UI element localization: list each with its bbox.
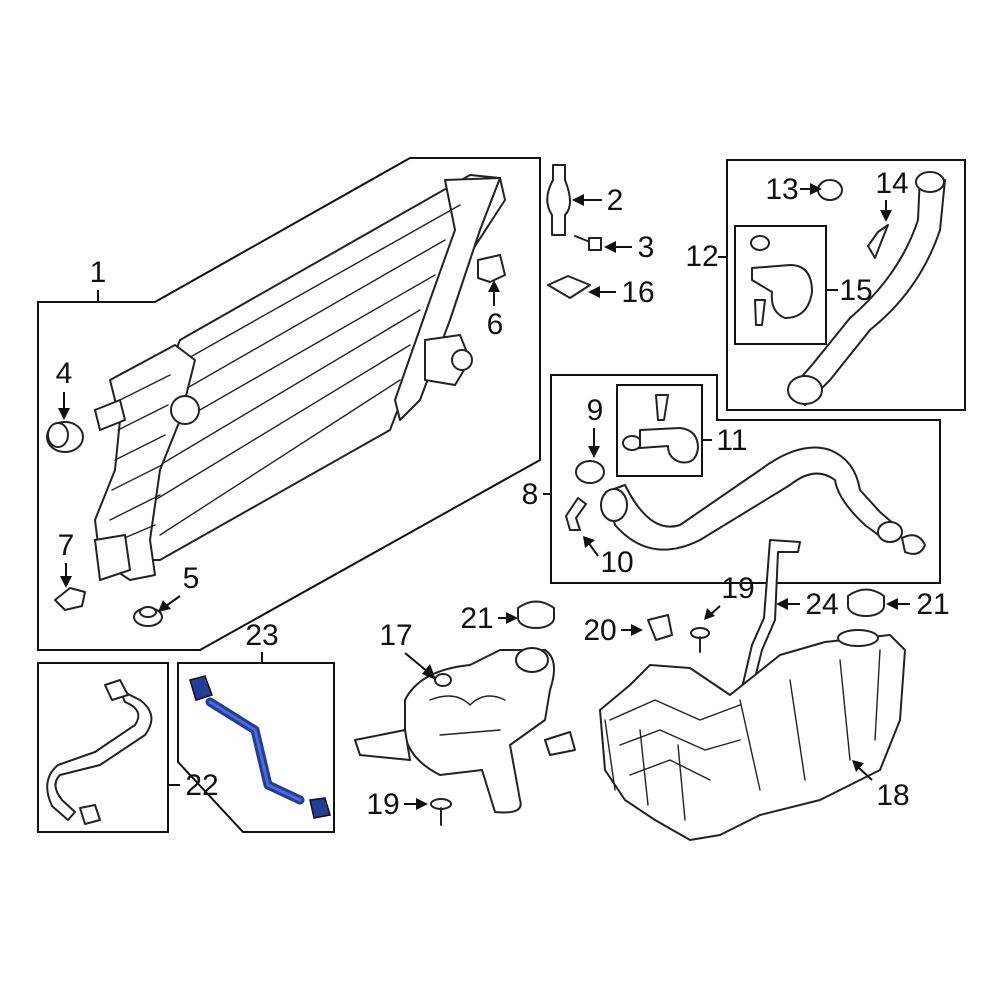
callout-24: 24	[805, 588, 838, 621]
callout-4: 4	[56, 357, 73, 390]
hose-end	[600, 488, 628, 522]
cap-part-21a	[517, 600, 555, 629]
bolt-part-19b	[690, 627, 710, 653]
radiator-group-box	[37, 157, 541, 651]
radiator	[94, 174, 506, 581]
callout-18: 18	[876, 779, 909, 812]
drain-plug-part-7	[54, 587, 86, 611]
radiator-cap-part-4	[46, 421, 84, 453]
hose-group-box-upper	[726, 159, 966, 411]
hose-part-23	[189, 675, 331, 819]
callout-7: 7	[58, 529, 75, 562]
callout-11: 11	[716, 424, 747, 457]
hose-part-24	[741, 539, 801, 691]
callout-15: 15	[839, 274, 872, 307]
callout-19a: 19	[366, 788, 399, 821]
callout-14: 14	[875, 167, 908, 200]
callout-10: 10	[600, 546, 633, 579]
clip-part-10	[565, 497, 587, 531]
callout-19b: 19	[721, 572, 754, 605]
hose-part-8	[605, 446, 896, 551]
callout-23: 23	[245, 619, 278, 652]
reservoir-part-17	[354, 647, 576, 814]
cap-part-21b	[847, 588, 885, 617]
o-ring-part-13	[817, 179, 843, 201]
clamp-kit-box-15	[734, 225, 827, 345]
hose-end	[877, 521, 903, 543]
hose-part-22	[46, 689, 153, 821]
bolt-part-19a	[430, 798, 452, 826]
callout-2: 2	[607, 184, 624, 217]
bracket-part-2	[546, 164, 571, 236]
clamp-kit-box-11	[616, 384, 703, 477]
clip-part-14	[867, 224, 889, 259]
tank-part-18	[599, 629, 906, 841]
callout-1: 1	[90, 256, 107, 289]
bolt-part-3	[574, 235, 602, 251]
o-ring-part-9	[575, 460, 605, 484]
clamp	[104, 679, 129, 701]
callout-16: 16	[621, 276, 654, 309]
clamp	[79, 804, 101, 825]
callout-12: 12	[685, 240, 718, 273]
nut-clip-part-16	[547, 275, 591, 299]
hose-end	[915, 171, 945, 193]
callout-13: 13	[765, 173, 798, 206]
callout-3: 3	[638, 231, 655, 264]
bracket-part-6	[477, 254, 506, 283]
callout-6: 6	[487, 308, 504, 341]
callout-20: 20	[583, 614, 616, 647]
hose-end	[787, 375, 823, 405]
callout-22: 22	[185, 769, 218, 802]
clamp-part-11	[622, 394, 699, 464]
callout-5: 5	[183, 562, 200, 595]
callout-21b: 21	[916, 588, 949, 621]
clip-part-20	[647, 614, 673, 641]
clamp-part-15	[750, 235, 813, 326]
clamp-part-8-end	[901, 534, 926, 555]
callout-17: 17	[379, 619, 412, 652]
hose-group-box-lower	[550, 374, 941, 584]
hose-box-22	[37, 662, 169, 833]
callout-8: 8	[522, 478, 539, 511]
callout-21a: 21	[460, 602, 493, 635]
hose-box-23	[177, 662, 335, 833]
callout-9: 9	[587, 394, 604, 427]
grommet-part-5	[133, 606, 163, 627]
